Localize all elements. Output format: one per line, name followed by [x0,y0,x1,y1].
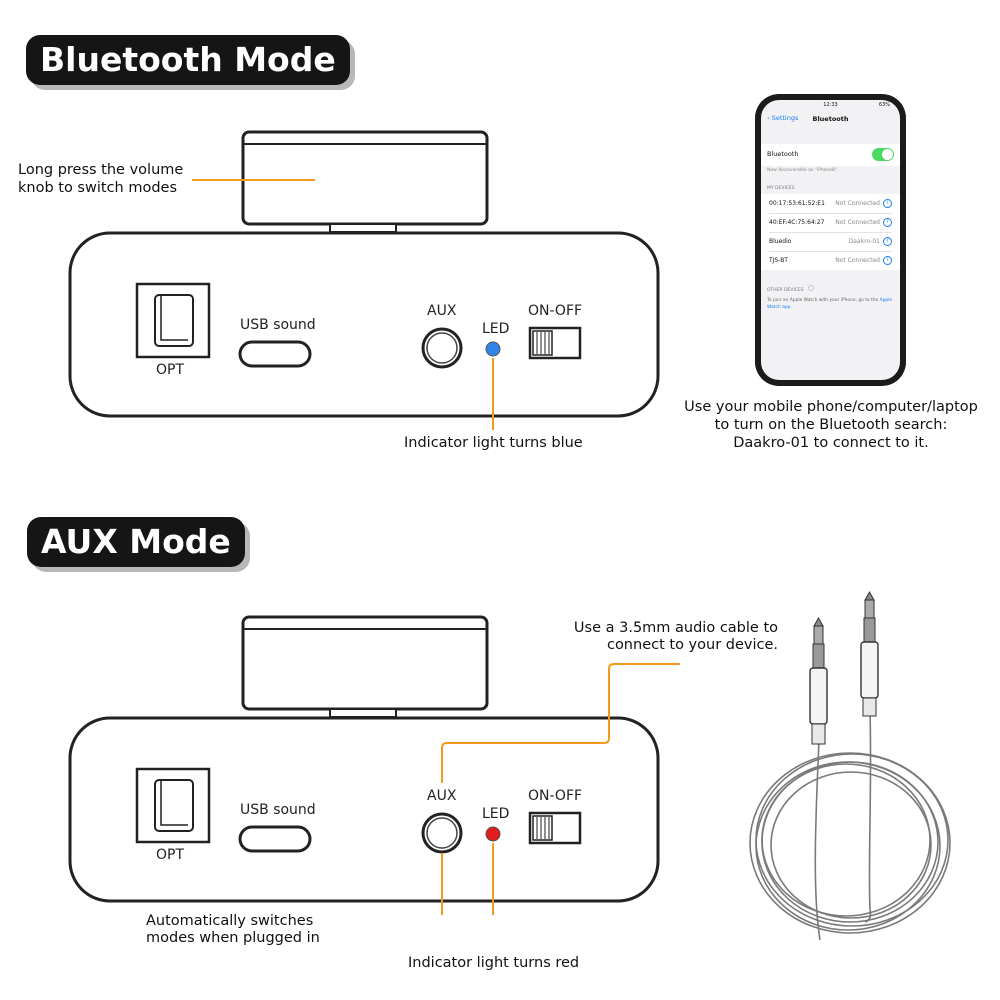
device-bluetooth-diagram [68,130,660,430]
info-icon[interactable]: i [883,256,892,265]
phone-status-time: 12:33 [823,102,838,108]
usb-sound-label: USB sound [240,802,316,818]
device-row[interactable]: TJS-BT Not Connected i [769,251,892,270]
my-devices-header: MY DEVICES [767,186,795,191]
cable-note-line-2: connect to your device. [606,637,778,653]
phone-status-battery: 63% [878,102,890,108]
discoverable-note: Now discoverable as "iPhone8". [767,168,839,173]
led-label: LED [482,321,510,337]
phone-screen-title: Bluetooth [812,115,849,123]
red-led-note: Indicator light turns red [408,955,580,971]
opt-label: OPT [156,362,185,378]
usb-c-port [238,340,312,368]
led-label: LED [482,806,510,822]
device-body [68,231,660,418]
phone-back-label: Settings [771,114,799,122]
watch-app-link[interactable]: Watch app. [767,305,792,310]
aux-label: AUX [427,303,457,319]
auto-switch-note-line-2: modes when plugged in [146,930,320,946]
phone-note-line-2: to turn on the Bluetooth search: [714,417,948,433]
opt-label: OPT [156,847,185,863]
phone-back-button[interactable]: ‹ Settings [767,114,798,122]
bluetooth-toggle[interactable] [872,148,894,161]
chevron-left-icon: ‹ [767,114,770,122]
bluetooth-toggle-row: Bluetooth [761,144,900,166]
phone-mockup: 12:33 63% ‹ Settings Bluetooth Bluetooth… [755,94,906,386]
device-row[interactable]: 40:EF:4C:75:64:27 Not Connected i [769,213,892,233]
audio-plug-right [860,590,879,717]
device-row[interactable]: 00:17:53:61:52:E1 Not Connected i [769,194,892,214]
loading-spinner-icon [808,285,815,291]
usb-sound-label: USB sound [240,317,316,333]
apple-watch-link[interactable]: Apple [879,298,893,303]
device-body [68,716,660,903]
pair-note: To pair an Apple Watch with your iPhone,… [767,298,893,310]
audio-plug-left [809,616,828,745]
phone-note-line-1: Use your mobile phone/computer/laptop [684,399,978,415]
usb-c-port [238,825,312,853]
audio-cable-illustration [749,590,951,941]
info-icon[interactable]: i [883,237,892,246]
cable-note-line-1: Use a 3.5mm audio cable to [573,620,778,636]
aux-mode-title: AUX Mode [27,517,245,567]
aux-jack [421,812,463,854]
volume-knob [241,615,489,711]
device-aux-diagram [68,615,680,915]
knob-note-line-1: Long press the volume [18,162,184,178]
knob-note-line-2: knob to switch modes [18,180,178,196]
led-indicator-red [485,826,501,842]
volume-knob [241,130,489,226]
aux-jack [421,327,463,369]
device-row[interactable]: Bluedio Daakro-01 i [769,232,892,252]
device-list: 00:17:53:61:52:E1 Not Connected i 40:EF:… [761,194,900,270]
info-icon[interactable]: i [883,199,892,208]
blue-led-note: Indicator light turns blue [404,435,583,451]
on-off-label: ON-OFF [528,788,583,804]
phone-screen: 12:33 63% ‹ Settings Bluetooth Bluetooth… [761,100,900,380]
info-icon[interactable]: i [883,218,892,227]
bluetooth-mode-title: Bluetooth Mode [26,35,350,85]
aux-label: AUX [427,788,457,804]
on-off-label: ON-OFF [528,303,583,319]
auto-switch-note-line-1: Automatically switches [146,913,314,929]
led-indicator-blue [485,341,501,357]
bluetooth-toggle-label: Bluetooth [767,150,799,158]
phone-note-line-3: Daakro-01 to connect to it. [733,435,929,451]
other-devices-header: OTHER DEVICES [767,285,815,293]
